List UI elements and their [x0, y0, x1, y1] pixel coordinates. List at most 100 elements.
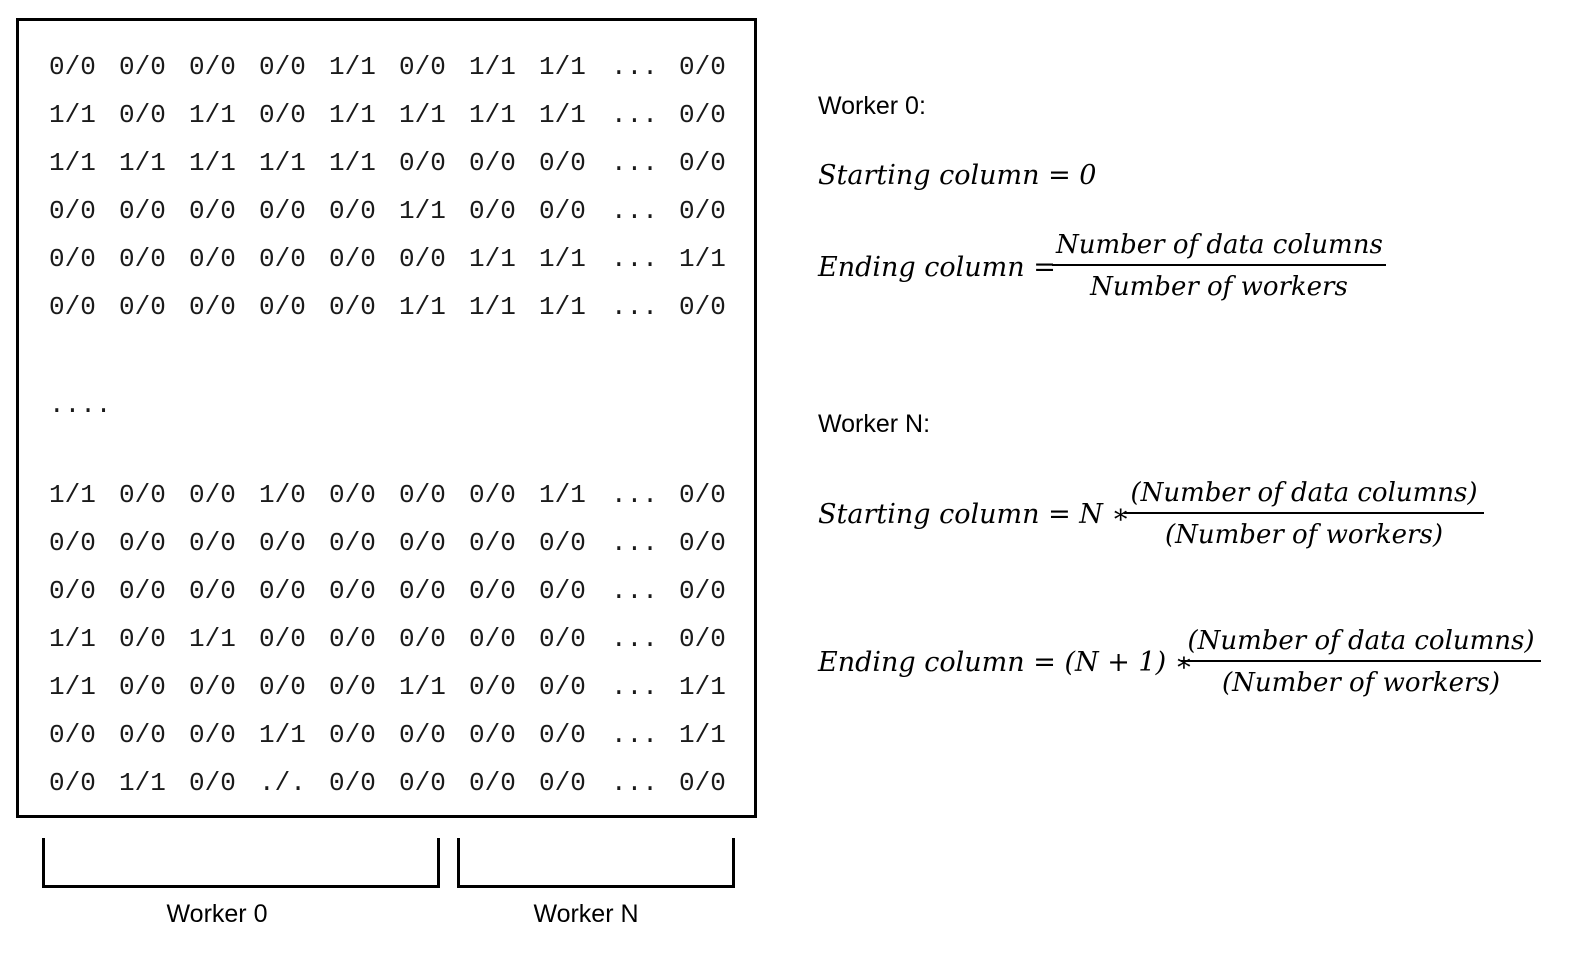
genotype-cell: 1/1 [399, 292, 446, 322]
genotype-cell: 0/0 [539, 624, 586, 654]
genotype-cell: 1/1 [399, 100, 446, 130]
genotype-cell: 0/0 [469, 196, 516, 226]
genotype-cell: 0/0 [399, 148, 446, 178]
worker-n-bracket [457, 838, 735, 888]
genotype-cell: 1/1 [259, 720, 306, 750]
genotype-cell: 1/1 [469, 52, 516, 82]
worker-n-bracket-label: Worker N [533, 900, 639, 928]
genotype-cell: 0/0 [539, 528, 586, 558]
genotype-cell: 0/0 [189, 244, 236, 274]
matrix-column-ellipsis: ... [611, 292, 658, 322]
matrix-column-ellipsis: ... [611, 100, 658, 130]
genotype-cell: 1/0 [259, 480, 306, 510]
genotype-cell: 0/0 [49, 576, 96, 606]
genotype-cell: 0/0 [259, 52, 306, 82]
genotype-cell: 0/0 [399, 244, 446, 274]
genotype-cell: 0/0 [329, 244, 376, 274]
genotype-cell: 0/0 [539, 720, 586, 750]
genotype-cell: 1/1 [469, 100, 516, 130]
genotype-cell: 0/0 [469, 576, 516, 606]
genotype-cell: 0/0 [329, 196, 376, 226]
genotype-cell: 0/0 [259, 672, 306, 702]
genotype-cell: 0/0 [539, 576, 586, 606]
genotype-cell: 0/0 [189, 576, 236, 606]
genotype-cell: 0/0 [189, 528, 236, 558]
genotype-cell: 0/0 [679, 480, 726, 510]
matrix-column-ellipsis: ... [611, 52, 658, 82]
genotype-cell: 0/0 [329, 624, 376, 654]
genotype-cell: 0/0 [469, 148, 516, 178]
genotype-cell: 0/0 [119, 196, 166, 226]
genotype-cell: 1/1 [119, 148, 166, 178]
genotype-cell: 0/0 [49, 528, 96, 558]
genotype-cell: 0/0 [539, 768, 586, 798]
genotype-cell: 0/0 [399, 624, 446, 654]
genotype-cell: 1/1 [49, 624, 96, 654]
worker-n-ending-column-lhs: Ending column = (N + 1) ∗ [818, 647, 1194, 678]
matrix-row-ellipsis: .... [49, 390, 112, 420]
genotype-cell: 0/0 [329, 576, 376, 606]
genotype-cell: 0/0 [679, 52, 726, 82]
genotype-cell: 0/0 [189, 768, 236, 798]
genotype-cell: 0/0 [189, 292, 236, 322]
genotype-cell: 0/0 [679, 768, 726, 798]
genotype-cell: 0/0 [469, 624, 516, 654]
genotype-cell: 0/0 [679, 100, 726, 130]
genotype-cell: 0/0 [679, 196, 726, 226]
worker-n-starting-column-fraction: (Number of data columns) (Number of work… [1124, 478, 1484, 550]
worker-n-start-numerator: (Number of data columns) [1124, 478, 1484, 514]
matrix-column-ellipsis: ... [611, 480, 658, 510]
genotype-cell: 0/0 [189, 480, 236, 510]
matrix-column-ellipsis: ... [611, 672, 658, 702]
genotype-cell: 0/0 [329, 292, 376, 322]
genotype-cell: 0/0 [679, 148, 726, 178]
genotype-cell: 1/1 [189, 624, 236, 654]
worker-0-bracket [42, 838, 440, 888]
genotype-cell: 1/1 [49, 100, 96, 130]
genotype-cell: 0/0 [539, 196, 586, 226]
worker-n-end-numerator: (Number of data columns) [1181, 626, 1541, 662]
matrix-column-ellipsis: ... [611, 576, 658, 606]
genotype-cell: 0/0 [119, 672, 166, 702]
genotype-cell: 0/0 [329, 720, 376, 750]
genotype-cell: 1/1 [399, 196, 446, 226]
genotype-cell: ./. [259, 768, 306, 798]
genotype-cell: 1/1 [539, 100, 586, 130]
genotype-cell: 0/0 [679, 292, 726, 322]
genotype-cell: 0/0 [399, 528, 446, 558]
genotype-cell: 1/1 [539, 292, 586, 322]
worker-0-ending-column-lhs: Ending column = [818, 252, 1056, 283]
genotype-cell: 0/0 [49, 768, 96, 798]
genotype-cell: 0/0 [259, 576, 306, 606]
genotype-cell: 0/0 [259, 528, 306, 558]
matrix-column-ellipsis: ... [611, 244, 658, 274]
genotype-cell: 0/0 [259, 196, 306, 226]
genotype-cell: 0/0 [399, 768, 446, 798]
genotype-cell: 1/1 [469, 244, 516, 274]
genotype-cell: 0/0 [119, 528, 166, 558]
genotype-cell: 0/0 [189, 196, 236, 226]
genotype-cell: 0/0 [329, 480, 376, 510]
genotype-cell: 1/1 [259, 148, 306, 178]
genotype-cell: 1/1 [679, 720, 726, 750]
genotype-cell: 0/0 [469, 528, 516, 558]
genotype-cell: 0/0 [119, 244, 166, 274]
genotype-cell: 1/1 [189, 100, 236, 130]
worker-n-heading: Worker N: [818, 410, 931, 438]
matrix-column-ellipsis: ... [611, 624, 658, 654]
genotype-cell: 0/0 [119, 576, 166, 606]
genotype-cell: 0/0 [329, 768, 376, 798]
genotype-cell: 0/0 [259, 100, 306, 130]
worker-0-bracket-label: Worker 0 [166, 900, 268, 928]
matrix-column-ellipsis: ... [611, 196, 658, 226]
genotype-cell: 1/1 [49, 480, 96, 510]
genotype-cell: 0/0 [49, 720, 96, 750]
genotype-cell: 1/1 [329, 52, 376, 82]
worker-0-fraction-denominator: Number of workers [1090, 272, 1348, 302]
genotype-cell: 0/0 [329, 528, 376, 558]
genotype-cell: 0/0 [679, 624, 726, 654]
genotype-cell: 0/0 [399, 576, 446, 606]
genotype-cell: 1/1 [679, 672, 726, 702]
genotype-cell: 1/1 [539, 244, 586, 274]
genotype-cell: 1/1 [119, 768, 166, 798]
